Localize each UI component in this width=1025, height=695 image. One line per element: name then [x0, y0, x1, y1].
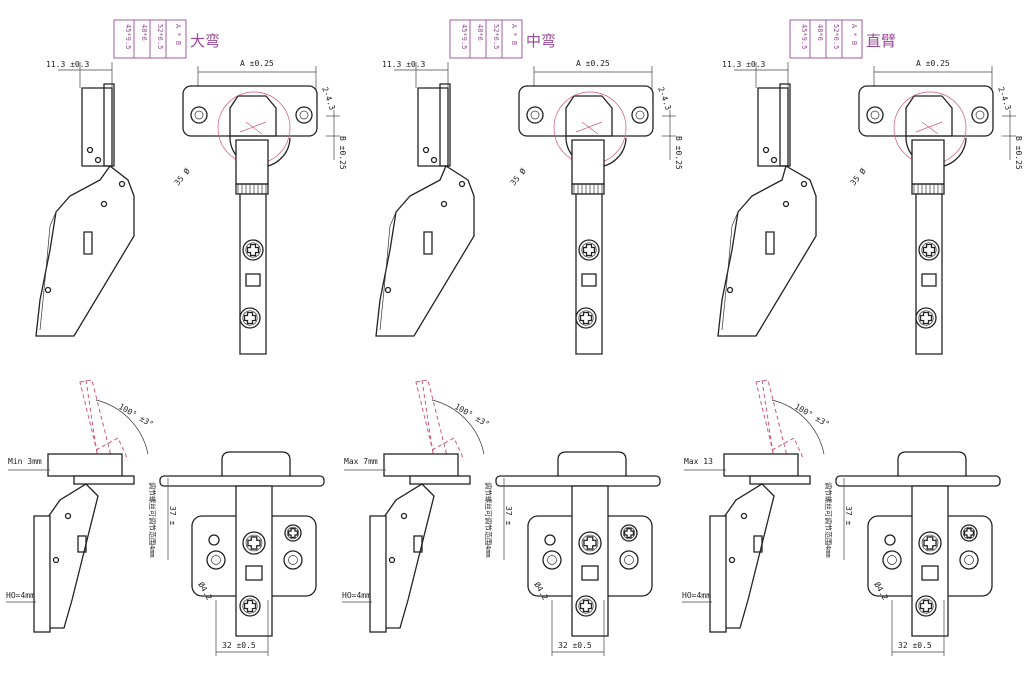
overlay-note: Max 13: [684, 457, 713, 466]
adjust-note: 调节螺丝可调节范围4mm: [148, 482, 157, 558]
overlay-dimension: 11.3 ±0.3: [46, 60, 90, 69]
open-side-view: 100° ±3° Max 13 HO=4mm: [682, 379, 831, 633]
spec-header: A * B: [174, 24, 182, 45]
adjust-range: 37 ±: [168, 506, 177, 525]
adjust-range: 37 ±: [844, 506, 853, 525]
spec-row: 45*9.5: [460, 24, 468, 49]
front-view: A ±0.25 35 Ø 2-4.3 B ±0.25: [172, 59, 347, 355]
base-span: 32 ±0.5: [558, 641, 592, 650]
variant-title: 中弯: [526, 32, 556, 50]
spec-row: 45*9.5: [800, 24, 808, 49]
cam-screw: [960, 524, 978, 542]
spec-row: 48*6: [816, 24, 824, 41]
adjust-screw: [578, 239, 600, 261]
front-view: A ±0.25 35 Ø 2-4.3 B ±0.25: [848, 59, 1023, 355]
ho-note: HO=4mm: [682, 591, 711, 600]
dowel-hole-left: [542, 550, 562, 570]
open-angle: 100° ±3°: [793, 402, 831, 429]
cam-screw: [284, 524, 302, 542]
side-view: 11.3 ±0.3: [375, 60, 475, 337]
spec-row: 48*6: [140, 24, 148, 41]
open-angle: 100° ±3°: [117, 402, 155, 429]
ho-note: HO=4mm: [6, 591, 35, 600]
spec-table: A * B 52*6.5 48*6 45*9.5 大弯: [113, 19, 220, 59]
adjust-screw: [918, 239, 940, 261]
cup-diameter: 35 Ø: [508, 166, 528, 187]
front-view: A ±0.25 35 Ø 2-4.3 B ±0.25: [508, 59, 683, 355]
dimension-a: A ±0.25: [240, 59, 274, 68]
side-view: 11.3 ±0.3: [35, 60, 135, 337]
dimension-b: B ±0.25: [674, 136, 683, 170]
mounting-hole-left: [866, 106, 884, 124]
spec-row: 52*6.5: [156, 24, 164, 49]
variant-3: A * B 52*6.5 48*6 45*9.5 直臂 11.3 ±0.3 A ±0.25 3…: [682, 19, 1023, 656]
dowel-hole-left: [882, 550, 902, 570]
overlay-note: Min 3mm: [8, 457, 42, 466]
spec-row: 52*6.5: [492, 24, 500, 49]
dowel-hole-left: [206, 550, 226, 570]
dowel-hole-right: [959, 550, 979, 570]
variant-title: 大弯: [190, 32, 220, 50]
dimension-b: B ±0.25: [1014, 136, 1023, 170]
open-angle: 100° ±3°: [453, 402, 491, 429]
spec-row: 45*9.5: [124, 24, 132, 49]
fixing-screw-base: [239, 595, 261, 617]
overlay-note: Max 7mm: [344, 457, 378, 466]
adjust-screw-base: [578, 531, 602, 555]
fixing-screw: [575, 307, 597, 329]
adjust-note: 调节螺丝可调节范围4mm: [824, 482, 833, 558]
hole-dimension: 2-4.3: [320, 86, 337, 112]
fixing-screw: [239, 307, 261, 329]
overlay-dimension: 11.3 ±0.3: [722, 60, 766, 69]
adjust-screw-base: [242, 531, 266, 555]
overlay-dimension: 11.3 ±0.3: [382, 60, 426, 69]
base-span: 32 ±0.5: [222, 641, 256, 650]
dowel-hole-right: [283, 550, 303, 570]
dimension-b: B ±0.25: [338, 136, 347, 170]
mounting-hole-right: [971, 106, 989, 124]
base-span: 32 ±0.5: [898, 641, 932, 650]
side-view: 11.3 ±0.3: [717, 60, 817, 337]
cam-screw: [620, 524, 638, 542]
hole-dimension: 2-4.3: [656, 86, 673, 112]
spec-header: A * B: [510, 24, 518, 45]
adjust-screw-base: [918, 531, 942, 555]
dimension-a: A ±0.25: [576, 59, 610, 68]
variant-1: A * B 52*6.5 48*6 45*9.5 大弯 11.3 ±0.3 A ±0.25 3…: [6, 19, 347, 656]
dowel-hole-right: [619, 550, 639, 570]
adjust-screw: [242, 239, 264, 261]
variant-2: A * B 52*6.5 48*6 45*9.5 中弯 11.3 ±0.3 A ±0.25 3…: [342, 19, 683, 656]
hole-dimension: 2-4.3: [996, 86, 1013, 112]
adjust-range: 37 ±: [504, 506, 513, 525]
spec-header: A * B: [850, 24, 858, 45]
mounting-hole-right: [295, 106, 313, 124]
dimension-a: A ±0.25: [916, 59, 950, 68]
variant-title: 直臂: [866, 32, 896, 50]
mounting-hole-right: [631, 106, 649, 124]
spec-table: A * B 52*6.5 48*6 45*9.5 中弯: [449, 19, 556, 59]
adjust-note: 调节螺丝可调节范围4mm: [484, 482, 493, 558]
fixing-screw-base: [915, 595, 937, 617]
fixing-screw-base: [575, 595, 597, 617]
ho-note: HO=4mm: [342, 591, 371, 600]
mounting-hole-left: [526, 106, 544, 124]
mounting-hole-left: [190, 106, 208, 124]
spec-row: 52*6.5: [832, 24, 840, 49]
fixing-screw: [915, 307, 937, 329]
cup-diameter: 35 Ø: [172, 166, 192, 187]
spec-row: 48*6: [476, 24, 484, 41]
cup-diameter: 35 Ø: [848, 166, 868, 187]
spec-table: A * B 52*6.5 48*6 45*9.5 直臂: [789, 19, 896, 59]
